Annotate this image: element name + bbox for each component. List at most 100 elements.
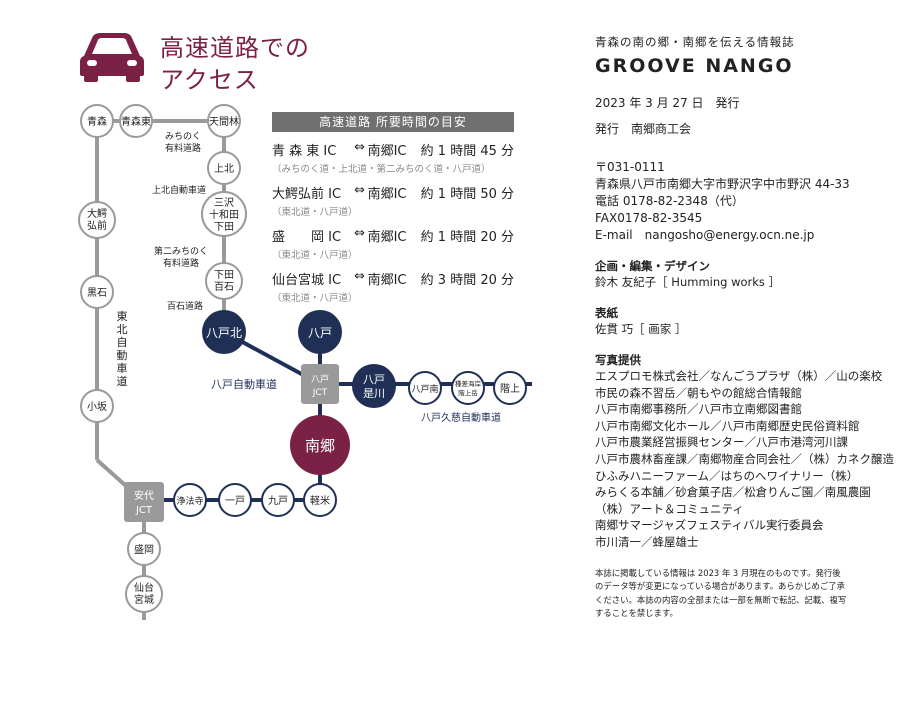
road-tohoku-4: 動 [117, 348, 128, 362]
travel-from: 青 森 東 IC [272, 144, 337, 159]
station-tenmabayashi: 天間林 [209, 115, 239, 128]
travel-to: 南郷IC [367, 273, 407, 288]
station-hachinohe-minami: 八戸南 [411, 383, 438, 395]
station-kosaka: 小坂 [87, 401, 107, 413]
photo-credit-line: 八戸市南郷文化ホール／八戸市南郷歴史民俗資料館 [595, 418, 860, 433]
two-way-arrow-icon: ⇔ [354, 269, 366, 284]
photo-credits: 写真提供 エスプロモ株式会社／なんごうプラザ（株）／山の楽校 市民の森不習岳／朝… [595, 352, 894, 551]
address: 青森県八戸市南郷大字市野沢字中市野沢 44-33 [595, 177, 850, 191]
station-misawa-1: 三沢 [214, 196, 234, 209]
photo-credit-line: みらくる本舗／砂倉菓子店／松倉りんご園／南風農園 [595, 485, 871, 500]
hachinohe-jct-1: 八戸 [311, 374, 329, 385]
two-way-arrow-icon: ⇔ [354, 183, 366, 198]
title-line-2: アクセス [160, 66, 259, 94]
travel-time-row: 青 森 東 IC ⇔ 南郷IC 約 1 時間 45 分 （みちのく道・上北道・第… [272, 140, 514, 175]
small-stations [78, 104, 247, 613]
road-michinoku-2: 有料道路 [165, 142, 201, 154]
travel-from: 盛 岡 IC [272, 230, 342, 245]
station-owani-1: 大鰐 [87, 207, 107, 220]
magazine-title: GROOVE NANGO [595, 55, 794, 77]
travel-duration: 約 3 時間 20 分 [420, 273, 514, 288]
cover-credit: 佐貫 巧［ 画家 ］ [595, 322, 687, 336]
station-sendai-2: 宮城 [134, 593, 154, 606]
ashiro-jct-marker [124, 482, 164, 522]
station-aomori-higashi: 青森東 [121, 115, 151, 128]
travel-via: （東北道・八戸道） [272, 207, 358, 218]
notice-line: のデータ等が変更になっている場合があります。あらかじめご了承 [595, 581, 845, 592]
travel-to: 南郷IC [367, 144, 407, 159]
travel-to: 南郷IC [367, 187, 407, 202]
station-joboji: 浄法寺 [176, 495, 203, 507]
station-kuroishi: 黒石 [87, 287, 107, 299]
station-karumai: 軽米 [310, 494, 330, 507]
station-karumai-marker [303, 483, 337, 517]
travel-duration: 約 1 時間 45 分 [420, 144, 514, 159]
station-morioka: 盛岡 [134, 543, 154, 556]
station-misawa-3: 下田 [214, 222, 234, 233]
road-tohoku-2: 北 [117, 323, 128, 336]
notice-line: 本誌に掲載している情報は 2023 年 3 月現在のものです。発行後 [595, 567, 841, 578]
station-aomori-higashi-marker [119, 104, 153, 138]
station-ichinohe-marker [218, 483, 252, 517]
travel-via: （みちのく道・上北道・第二みちのく道・八戸道） [272, 164, 491, 175]
photo-heading: 写真提供 [595, 353, 641, 367]
travel-time-row: 盛 岡 IC ⇔ 南郷IC 約 1 時間 20 分 （東北道・八戸道） [272, 226, 514, 261]
planning-credit: 鈴木 友紀子［ Humming works ］ [595, 275, 781, 289]
publisher: 発行 南郷商工会 [595, 122, 692, 136]
navy-outline-stations [173, 371, 527, 517]
notice-line: することを禁じます。 [595, 608, 678, 619]
expressway-route-map: 青森 青森東 天間林 上北 三沢 十和田 下田 下田 百石 大鰐 弘前 黒石 小… [78, 104, 532, 620]
station-kunohe-marker [261, 483, 295, 517]
car-icon [80, 33, 144, 82]
station-shimoda-1: 下田 [214, 270, 234, 281]
publish-date: 2023 年 3 月 27 日 発行 [595, 96, 740, 110]
station-kosaka-marker [80, 389, 114, 423]
station-kunohe: 九戸 [268, 495, 288, 507]
station-owani-2: 弘前 [87, 219, 107, 232]
notice: 本誌に掲載している情報は 2023 年 3 月現在のものです。発行後 のデータ等… [595, 567, 887, 621]
station-hachinohe-kita: 八戸北 [206, 326, 242, 340]
station-joboji-marker [173, 483, 207, 517]
station-sendai-marker [125, 575, 163, 613]
travel-via: （東北道・八戸道） [272, 293, 358, 304]
road-tohoku-6: 道 [117, 374, 128, 388]
photo-credit-line: エスプロモ株式会社／なんごうプラザ（株）／山の楽校 [595, 369, 883, 383]
travel-to: 南郷IC [367, 230, 407, 245]
photo-credit-line: 市川清一／蜂屋雄士 [595, 534, 699, 549]
station-kamikita: 上北 [214, 163, 234, 175]
road-hachinohe-expressway: 八戸自動車道 [211, 377, 277, 391]
road-momoishi: 百石道路 [167, 300, 203, 312]
station-shimoda-momoishi-marker [205, 262, 243, 300]
travel-via: （東北道・八戸道） [272, 250, 358, 261]
station-tanesashi-marker [451, 371, 485, 405]
travel-time-row: 大鰐弘前 IC ⇔ 南郷IC 約 1 時間 50 分 （東北道・八戸道） [272, 183, 514, 218]
photo-credit-line: 八戸市農林畜産課／南郷物産合同会社／（株）カネク醸造 [595, 451, 894, 466]
photo-credit-line: 八戸市南郷事務所／八戸市立南郷図書館 [595, 402, 802, 417]
station-misawa-marker [201, 191, 247, 237]
travel-duration: 約 1 時間 50 分 [420, 187, 514, 202]
station-hachinohe: 八戸 [308, 326, 332, 340]
station-kuroishi-marker [80, 275, 114, 309]
station-morioka-marker [127, 532, 161, 566]
station-hashikami: 階上 [500, 383, 520, 395]
photo-credit-line: 市民の森不習岳／朝もやの館総合情報館 [595, 385, 802, 400]
ashiro-jct-2: JCT [135, 505, 153, 516]
colophon: 青森の南の郷・南郷を伝える情報誌 GROOVE NANGO 2023 年 3 月… [595, 34, 894, 621]
station-aomori-marker [80, 104, 114, 138]
station-ichinohe: 一戸 [225, 495, 245, 507]
station-hachinohe-marker [298, 310, 342, 354]
station-shimoda-2: 百石 [214, 281, 234, 293]
station-aomori: 青森 [87, 115, 107, 128]
email: E-mail nangosho@energy.ocn.ne.jp [595, 228, 815, 242]
station-hachinohe-minami-marker [408, 371, 442, 405]
travel-duration: 約 1 時間 20 分 [420, 230, 514, 245]
station-korekawa-marker [352, 364, 396, 408]
road-kamikita: 上北自動車道 [152, 184, 206, 196]
travel-time-panel: 高速道路 所要時間の目安 青 森 東 IC ⇔ 南郷IC 約 1 時間 45 分… [272, 112, 514, 304]
postal-code: 〒031-0111 [595, 160, 665, 174]
fax: FAX0178-82-3545 [595, 211, 703, 225]
station-hachinohe-kita-marker [202, 310, 246, 354]
phone: 電話 0178-82-2348（代） [595, 194, 744, 208]
station-kamikita-marker [207, 151, 241, 185]
station-korekawa-2: 是川 [363, 387, 385, 400]
